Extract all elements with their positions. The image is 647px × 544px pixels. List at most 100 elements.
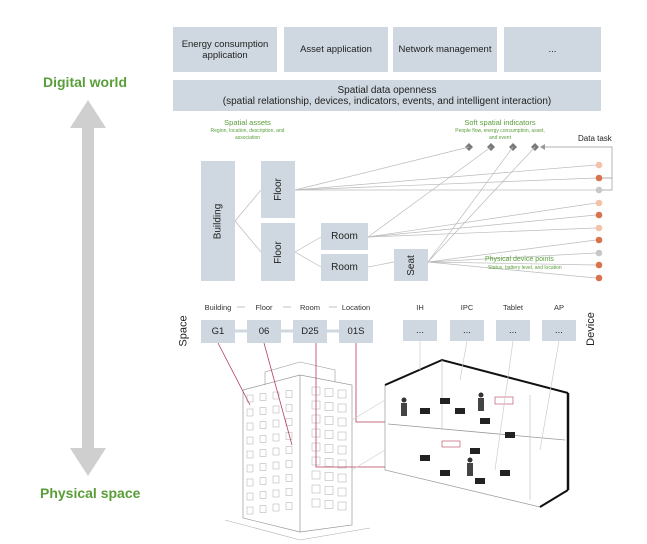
display-sign <box>441 440 461 448</box>
connector-line <box>294 164 597 191</box>
window <box>272 503 280 512</box>
window <box>272 419 280 428</box>
window <box>285 488 293 496</box>
node-room: Room <box>321 254 368 281</box>
connector-line <box>427 261 597 266</box>
person-head <box>467 457 473 463</box>
connector-line <box>427 252 597 263</box>
connector-line <box>427 261 597 279</box>
device-value: ... <box>496 320 530 341</box>
physical-space-label: Physical space <box>40 485 141 501</box>
device-points-desc: Status, battery level, and location <box>488 265 562 271</box>
window <box>337 501 347 511</box>
device-points-title: Physical device points <box>485 256 554 263</box>
person-head <box>401 397 407 403</box>
window <box>337 431 347 441</box>
connector-line <box>367 214 597 238</box>
person-head <box>478 392 484 398</box>
building-base <box>224 519 371 541</box>
link-ap <box>539 340 560 451</box>
window <box>337 403 347 413</box>
connector-line <box>427 146 514 263</box>
window <box>272 391 280 400</box>
device-value: ... <box>542 320 576 341</box>
space-header: Floor <box>255 303 273 312</box>
person-body <box>467 463 473 476</box>
connector-line <box>367 261 395 268</box>
connector-line <box>367 202 597 238</box>
office-chair <box>420 455 430 461</box>
space-label: Space <box>177 315 190 347</box>
window <box>337 487 347 497</box>
office-chair <box>475 478 485 484</box>
link-building <box>217 342 251 406</box>
device-value: ... <box>450 320 484 341</box>
soft-indicators-desc: People flow, energy consumption, asset, … <box>455 128 545 141</box>
office-chair <box>505 432 515 438</box>
app-more: ... <box>504 27 601 72</box>
spatial-assets-title: Spatial assets <box>224 118 271 127</box>
window <box>259 449 267 457</box>
connector-line <box>427 239 597 263</box>
window <box>259 393 267 401</box>
data-task-bracket <box>599 177 613 191</box>
device-point-dot <box>595 224 603 232</box>
window <box>259 491 267 499</box>
window <box>285 446 293 454</box>
connector-line <box>294 177 597 191</box>
device-point-dot <box>595 161 603 169</box>
office-chair <box>480 418 490 424</box>
device-point-dot <box>595 211 603 219</box>
window <box>324 500 334 509</box>
window <box>285 474 293 482</box>
window <box>246 478 254 487</box>
openness-title: Spatial data openness <box>337 84 437 96</box>
building-roof <box>264 361 336 385</box>
window <box>259 407 267 415</box>
office-mid-floor <box>387 423 566 441</box>
device-point-dot <box>595 274 603 282</box>
device-value: ... <box>403 320 437 341</box>
window <box>311 484 321 494</box>
space-header: Location <box>341 303 371 312</box>
window <box>246 464 254 473</box>
digital-world-label: Digital world <box>43 74 127 90</box>
node-floor: Floor <box>261 223 295 281</box>
data-task-label: Data task <box>578 134 612 143</box>
person-body <box>401 403 407 416</box>
building-outline <box>242 374 353 533</box>
device-point-dot <box>595 261 603 269</box>
window <box>285 432 293 440</box>
device-header: AP <box>553 303 564 312</box>
connector-line <box>367 146 492 238</box>
node-floor: Floor <box>261 161 295 218</box>
person-body <box>478 398 484 411</box>
spatial-data-openness: Spatial data openness (spatial relations… <box>173 80 601 111</box>
device-header: IPC <box>460 303 474 312</box>
arrowhead <box>540 144 545 150</box>
link-gray <box>351 399 386 421</box>
window <box>324 388 334 397</box>
connector-line <box>234 189 262 222</box>
window <box>272 475 280 484</box>
device-label: Device <box>584 312 597 346</box>
window <box>324 416 334 425</box>
space-value: 01S <box>339 320 373 343</box>
window <box>246 506 254 515</box>
node-building: Building <box>201 161 235 281</box>
display-sign <box>494 396 514 405</box>
window <box>337 473 347 483</box>
connector-line <box>294 251 322 268</box>
window <box>285 390 293 398</box>
office-floor-edge <box>539 489 569 508</box>
spatial-assets-desc: Region, location, description, and assoc… <box>210 128 285 141</box>
office-chair <box>455 408 465 414</box>
window <box>285 460 293 468</box>
window <box>337 389 347 399</box>
device-point-dot <box>595 236 603 244</box>
window <box>246 436 254 445</box>
openness-subtitle: (spatial relationship, devices, indicato… <box>222 95 552 107</box>
window <box>324 402 334 411</box>
window <box>259 435 267 443</box>
